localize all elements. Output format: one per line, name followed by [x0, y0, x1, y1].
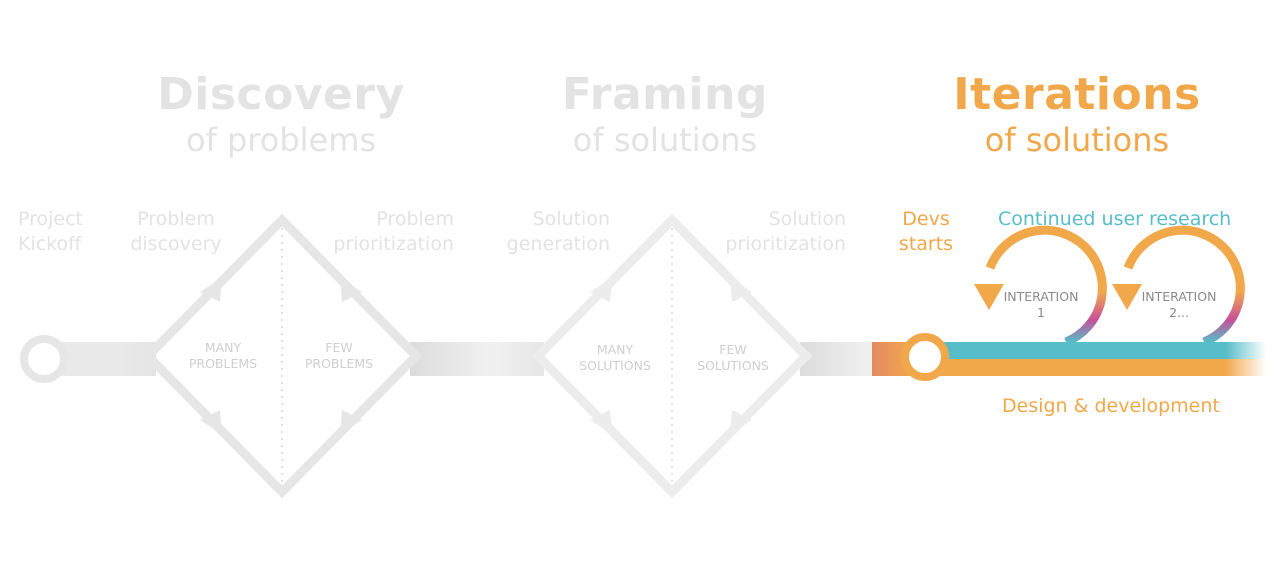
label-line: prioritization: [333, 233, 454, 255]
label-line: Solution: [532, 208, 610, 230]
step-label-solution-prioritization: Solution prioritization: [712, 207, 846, 257]
inner-line: FEW: [719, 342, 747, 357]
inner-line: FEW: [325, 340, 353, 355]
timeline-bar-between-phases: [410, 342, 544, 376]
kickoff-circle: [20, 335, 68, 383]
research-track: [930, 342, 1266, 359]
iteration-label-2: INTERATION 2...: [1124, 289, 1234, 321]
track-label-development: Design & development: [1002, 394, 1220, 419]
label-line: prioritization: [725, 233, 846, 255]
devs-start-circle: [901, 333, 949, 381]
step-label-project-kickoff: Project Kickoff: [18, 207, 83, 257]
arrow-down-right-framing: [730, 278, 752, 302]
arrow-down-left-discovery: [200, 410, 222, 434]
arrow-down-left-framing: [590, 410, 612, 434]
label-line: Design & development: [1002, 395, 1220, 417]
step-label-solution-generation: Solution generation: [500, 207, 610, 257]
arrow-up-left-framing: [590, 278, 612, 302]
heading-title: Iterations: [953, 69, 1201, 120]
heading-title: Discovery: [157, 69, 405, 120]
iteration-loop-1: [974, 225, 1107, 347]
label-line: Continued user research: [998, 208, 1232, 230]
label-line: starts: [898, 233, 954, 255]
discovery-diamond: [141, 213, 423, 499]
discovery-arrows: [200, 278, 362, 434]
label-line: Solution: [768, 208, 846, 230]
heading-subtitle: of solutions: [572, 121, 758, 159]
timeline-bar-to-iterations: [800, 342, 874, 376]
label-line: Problem: [137, 208, 215, 230]
inner-label-many-problems: MANY PROBLEMS: [168, 340, 278, 372]
arrow-up-right-discovery: [340, 410, 362, 434]
heading-title: Framing: [562, 69, 768, 120]
label-line: Devs: [902, 208, 950, 230]
label-line: discovery: [130, 233, 222, 255]
framing-arrows: [590, 278, 752, 434]
inner-line: INTERATION: [1141, 289, 1217, 304]
inner-line: MANY: [204, 340, 242, 355]
arrow-down-right-discovery: [340, 278, 362, 302]
heading-framing: Framing of solutions: [455, 70, 875, 160]
development-track: [930, 359, 1266, 376]
inner-line: SOLUTIONS: [579, 358, 651, 373]
inner-line: MANY: [596, 342, 634, 357]
inner-label-few-solutions: FEW SOLUTIONS: [678, 342, 788, 374]
inner-label-few-problems: FEW PROBLEMS: [284, 340, 394, 372]
label-line: Kickoff: [18, 233, 82, 255]
arrow-up-left-discovery: [200, 278, 222, 302]
loop-arrowhead-1: [974, 284, 1004, 310]
inner-line: 1: [1037, 305, 1045, 320]
heading-discovery: Discovery of problems: [71, 70, 491, 160]
step-label-problem-prioritization: Problem prioritization: [320, 207, 454, 257]
label-line: generation: [506, 233, 610, 255]
inner-line: INTERATION: [1003, 289, 1079, 304]
heading-subtitle: of problems: [185, 121, 377, 159]
loop-arrowhead-2: [1112, 284, 1142, 310]
track-label-research: Continued user research: [998, 207, 1231, 232]
inner-line: SOLUTIONS: [697, 358, 769, 373]
inner-line: PROBLEMS: [188, 356, 258, 371]
framing-diamond: [531, 213, 813, 499]
heading-subtitle: of solutions: [984, 121, 1170, 159]
arrow-up-right-framing: [730, 410, 752, 434]
iteration-label-1: INTERATION 1: [986, 289, 1096, 321]
iteration-loop-2: [1112, 225, 1245, 347]
step-label-devs-starts: Devs starts: [890, 207, 962, 257]
inner-line: 2...: [1169, 305, 1189, 320]
inner-label-many-solutions: MANY SOLUTIONS: [560, 342, 670, 374]
heading-iterations: Iterations of solutions: [867, 70, 1280, 160]
inner-line: PROBLEMS: [304, 356, 374, 371]
label-line: Problem: [376, 208, 454, 230]
label-line: Project: [18, 208, 84, 230]
step-label-problem-discovery: Problem discovery: [122, 207, 230, 257]
